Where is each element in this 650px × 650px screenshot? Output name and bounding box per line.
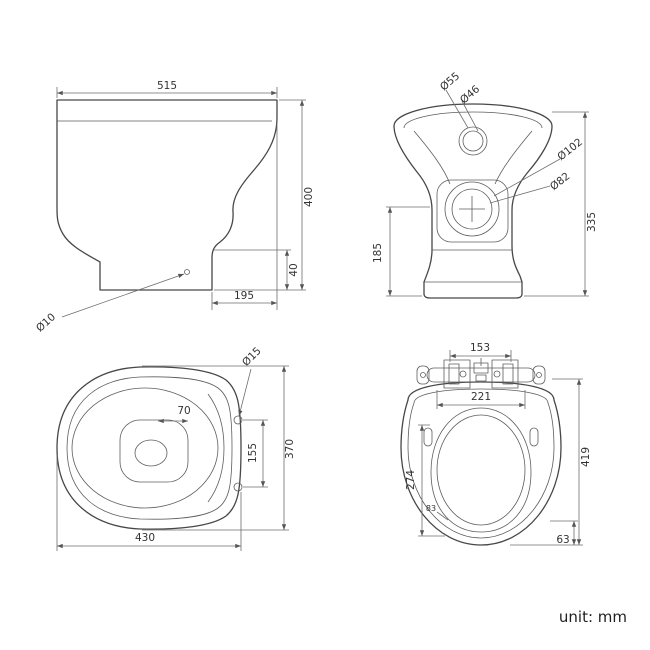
inlet-hole-outer (458, 126, 488, 156)
dim-base-depth: 195 (234, 290, 254, 302)
dim-plan-length: 430 (135, 532, 155, 544)
seat-view-outline (400, 381, 562, 546)
dim-fixing-hole-dia: Ø15 (240, 345, 264, 369)
dim-seat-top-width: 221 (471, 391, 491, 403)
seat-view: 153 221 274 419 63 83 (400, 342, 592, 546)
dim-seat-length: 419 (580, 447, 592, 467)
dim-corner-offset: 63 (556, 534, 569, 546)
dim-hinge-span: 153 (470, 342, 490, 354)
front-view-outline (393, 103, 553, 299)
dim-plan-width: 370 (284, 439, 296, 459)
seat-fixing-hole-top (233, 415, 243, 425)
flush-hole-inner (451, 188, 493, 230)
plan-view: 70 Ø15 155 370 430 (56, 345, 296, 551)
front-view: Ø55 Ø46 Ø102 Ø82 335 185 (372, 70, 598, 299)
dim-side-width: 515 (157, 80, 177, 92)
plan-view-dimensions: 70 Ø15 155 370 430 (56, 345, 296, 551)
seat-fixing-hole-bottom (233, 482, 243, 492)
seat-slot-right (529, 427, 539, 447)
side-view-outline (56, 99, 278, 291)
dim-opening-length: 274 (405, 470, 417, 490)
dim-outlet-height: 40 (288, 263, 300, 276)
dim-inlet-outer: Ø55 (438, 70, 462, 93)
dim-side-hole-dia: Ø10 (34, 311, 58, 334)
dim-bowl-height: 185 (372, 243, 384, 263)
unit-note: unit: mm (559, 608, 627, 626)
inlet-hole-inner (462, 130, 484, 152)
dim-front-height: 335 (586, 212, 598, 232)
seat-slot-left (423, 427, 433, 447)
side-view: 515 400 40 195 Ø10 (34, 80, 315, 334)
seat-hinge-hardware (416, 358, 546, 389)
fixing-hole (184, 269, 190, 275)
dim-hole-spacing: 155 (247, 443, 259, 463)
dim-spot-width: 70 (177, 405, 190, 417)
seat-view-dimensions: 153 221 274 419 63 83 (405, 342, 592, 546)
dim-flush-outer: Ø102 (555, 136, 585, 163)
dim-inlet-inner: Ø46 (458, 83, 483, 106)
plan-view-outline (56, 366, 243, 530)
side-view-dimensions: 515 400 40 195 Ø10 (34, 80, 315, 334)
dim-bumper: 83 (426, 504, 436, 513)
dim-flush-inner: Ø82 (548, 170, 572, 193)
flush-hole-outer (444, 181, 500, 237)
dim-side-height: 400 (303, 187, 315, 207)
